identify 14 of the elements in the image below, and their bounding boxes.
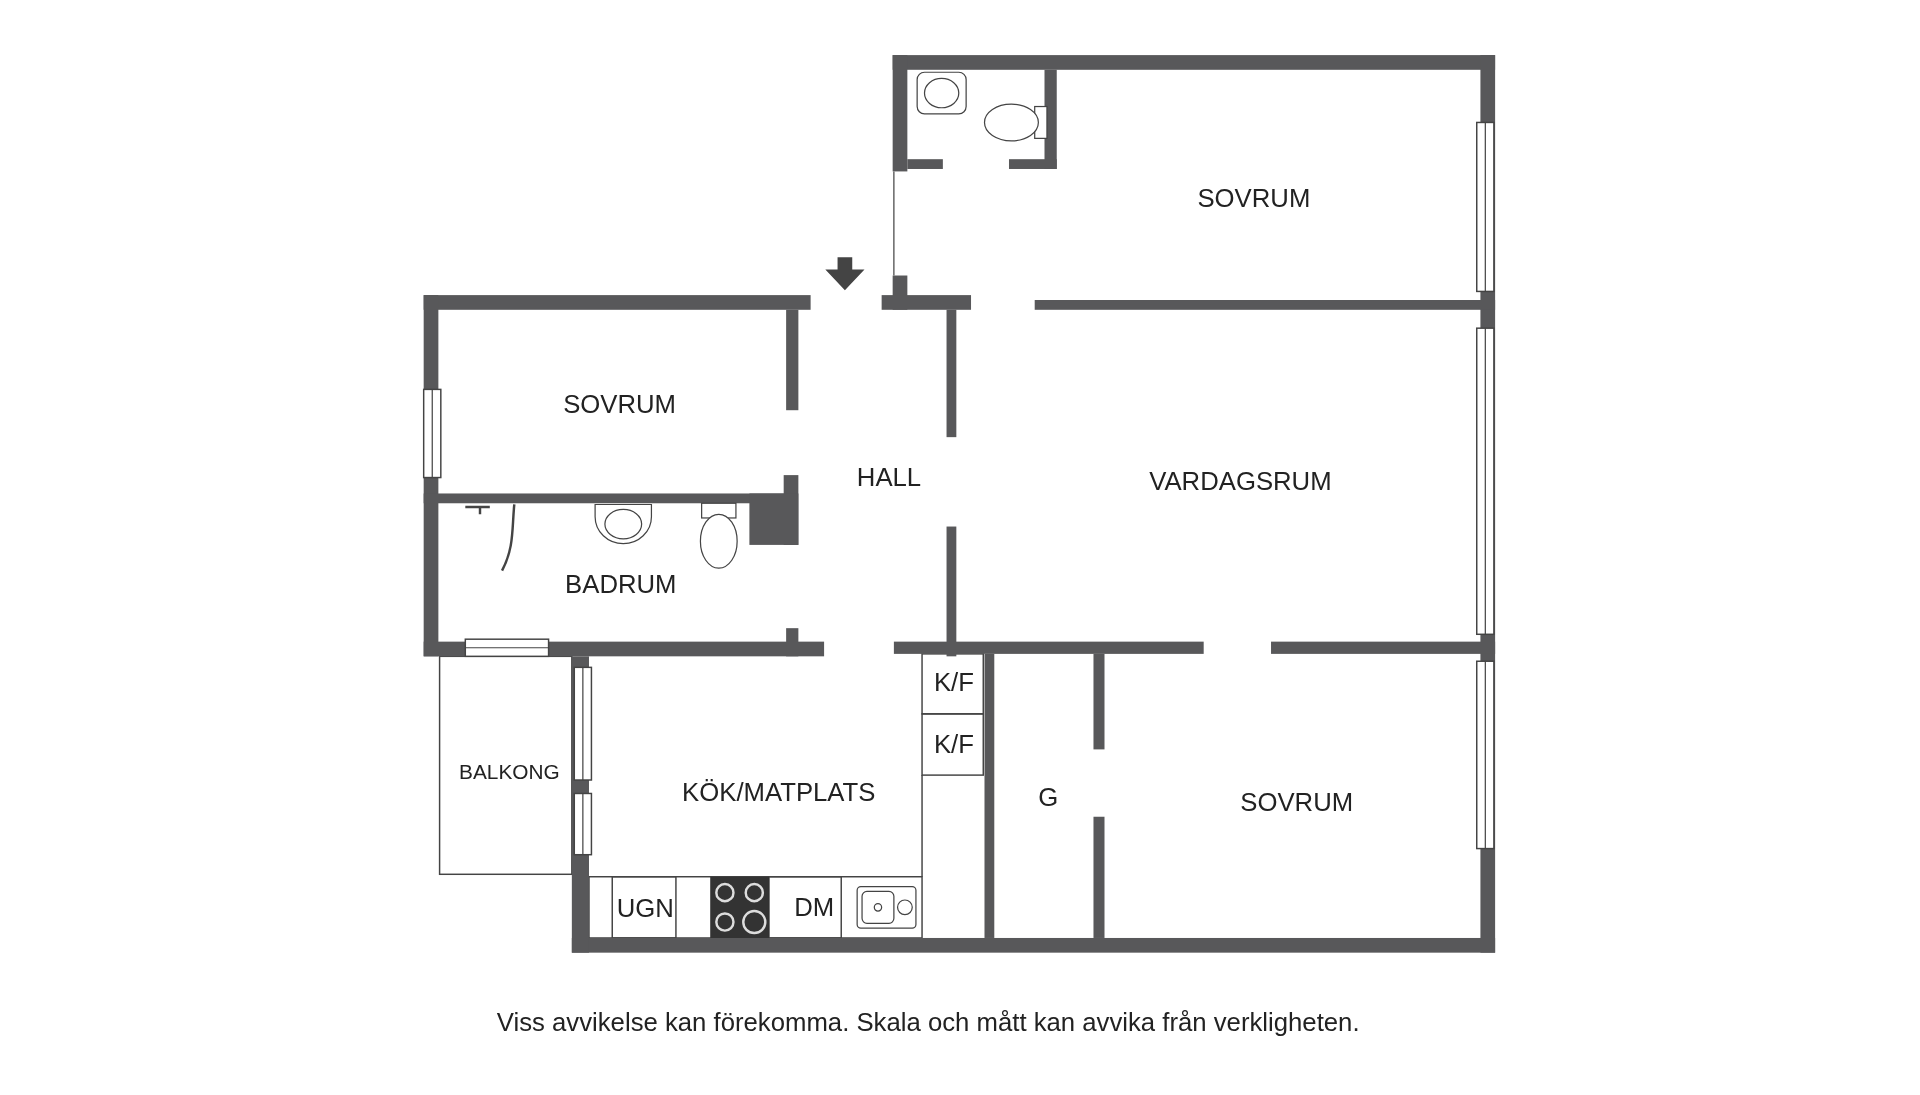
cabinet-label: K/F <box>933 729 974 760</box>
room-label: SOVRUM <box>1197 183 1311 214</box>
cabinet-label: K/F <box>933 667 974 697</box>
appliance-label: DM <box>794 892 835 923</box>
room-label: HALL <box>856 462 922 493</box>
room-label: VARDAGSRUM <box>1149 466 1332 496</box>
room-label: G <box>1038 782 1059 812</box>
room-label: SOVRUM <box>563 389 677 419</box>
room-label: KÖK/MATPLATS <box>682 777 876 807</box>
room-label: SOVRUM <box>1240 787 1354 817</box>
room-label: BADRUM <box>565 569 677 599</box>
caption: Viss avvikelse kan förekomma. Skala och mått kan avvika från verkligheten. <box>496 1007 1360 1038</box>
room-label: BALKONG <box>459 760 560 785</box>
appliance-label: UGN <box>616 893 674 924</box>
